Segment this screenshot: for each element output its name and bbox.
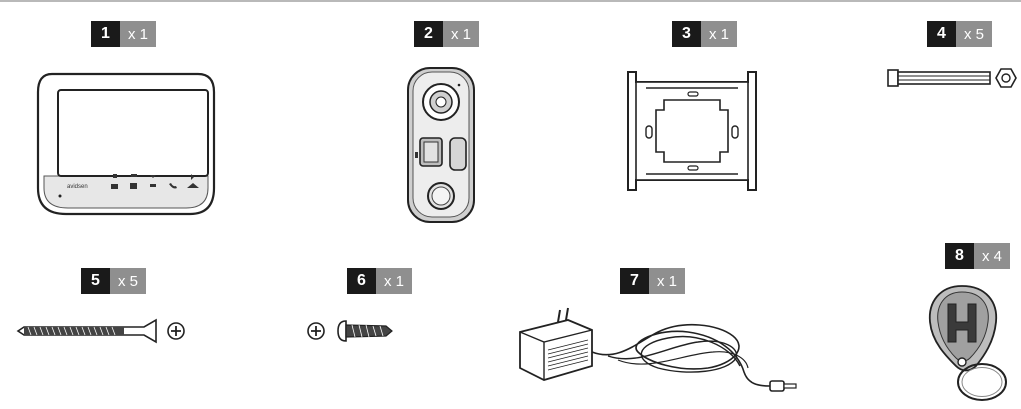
item-number: 4	[927, 21, 956, 47]
long-screw-icon	[16, 318, 185, 344]
item-2-badge: 2 x 1	[414, 21, 480, 47]
item-quantity: x 5	[110, 268, 147, 294]
item-quantity: x 1	[120, 21, 157, 47]
item-number: 2	[414, 21, 443, 47]
item-6-badge: 6 x 1	[347, 268, 413, 294]
item-number: 5	[81, 268, 110, 294]
item-number: 7	[620, 268, 649, 294]
outdoor-doorbell-camera-icon	[407, 67, 475, 223]
item-5-badge: 5 x 5	[81, 268, 147, 294]
top-divider	[0, 0, 1021, 2]
rfid-key-fob-icon	[928, 285, 1007, 401]
item-quantity: x 1	[701, 21, 738, 47]
item-3-badge: 3 x 1	[672, 21, 738, 47]
item-quantity: x 1	[443, 21, 480, 47]
item-quantity: x 1	[376, 268, 413, 294]
item-number: 6	[347, 268, 376, 294]
item-8-badge: 8 x 4	[945, 243, 1011, 269]
item-4-badge: 4 x 5	[927, 21, 993, 47]
short-screw-icon	[307, 320, 393, 342]
item-quantity: x 4	[974, 243, 1011, 269]
wall-plug-icon	[887, 68, 1017, 88]
item-1-badge: 1 x 1	[91, 21, 157, 47]
monitor-brand-label: avidsen	[67, 184, 88, 190]
wall-mounting-bracket-icon	[627, 71, 757, 191]
item-number: 3	[672, 21, 701, 47]
item-7-badge: 7 x 1	[620, 268, 686, 294]
item-quantity: x 1	[649, 268, 686, 294]
indoor-monitor-icon: avidsen	[36, 72, 216, 216]
item-number: 1	[91, 21, 120, 47]
item-quantity: x 5	[956, 21, 993, 47]
power-adapter-icon	[519, 307, 797, 392]
item-number: 8	[945, 243, 974, 269]
